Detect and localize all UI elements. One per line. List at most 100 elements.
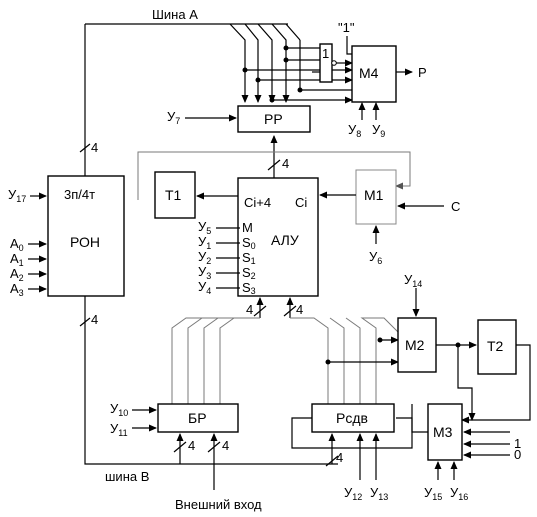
width-tick [79,317,91,327]
bus-b-label: шина B [105,469,149,484]
u5-label: У5 [198,219,211,236]
junction-dot [255,77,261,83]
width-tick [79,143,91,153]
or-gate-label: 1 [322,46,329,61]
alu-in-m: M [242,220,253,235]
junction-dot [242,67,248,73]
bus-a-tap-3 [257,23,273,80]
width-label: 4 [246,302,253,317]
a2-label: A2 [10,266,24,283]
u2-label: У2 [198,249,211,266]
u3-label: У3 [198,264,211,281]
bus-a-tap-4 [271,23,287,80]
rsdv-out-wire [360,317,399,404]
u17-label: У17 [8,187,26,204]
t2-block [477,319,517,375]
alu-block [237,177,319,297]
ron-address-inputs: A0 A1 A2 A3 [10,236,47,298]
width-tick [253,305,267,317]
alu-label: АЛУ [271,232,299,248]
u6-label: У6 [369,249,382,266]
alu-in-s2: S2 [242,265,256,281]
alu-in-s1: S1 [242,250,256,266]
br-out-wire [187,317,203,404]
m2-label: M2 [405,337,425,353]
c-label: C [451,199,460,214]
width-label: 4 [282,156,289,171]
rsdv-out-wire [290,317,329,404]
u15-label: У15 [424,485,442,502]
const-one-wire [346,36,352,55]
width-label: 4 [222,438,229,453]
width-tick [325,455,339,467]
width-tick [267,159,281,171]
rsdv-block [311,403,395,433]
const-one-label: "1" [338,20,355,35]
rsdv-out-wire [329,317,345,404]
or-gate-inversion [331,60,337,66]
width-tick [207,441,221,453]
alu-controls: У5 У1 У2 У3 У4 M S0 S1 S2 S3 [198,219,256,296]
a3-label: A3 [10,281,24,298]
u8-label: У8 [348,122,361,139]
a1-label: A1 [10,251,24,268]
br-label: БР [188,410,207,426]
bus-a-label: Шина A [152,7,198,22]
br-out-wire [171,317,260,404]
t1-block [154,171,196,219]
m1-label: M1 [364,187,384,203]
width-tick [283,305,297,317]
br-to-alu-wires [171,317,260,404]
alu-in-s3: S3 [242,280,256,296]
pr-label: РР [264,111,283,127]
junction-dot [283,45,289,51]
width-label: 4 [91,312,98,327]
width-tick [173,441,187,453]
feedback-loop [137,151,411,190]
u9-label: У9 [372,122,385,139]
width-label: 4 [296,302,303,317]
br-out-wire [203,317,219,404]
p-label: P [418,65,427,80]
rsdv-out-wire [345,317,361,404]
rsdv-to-alu-wires [290,317,399,404]
t1-label: T1 [165,187,182,203]
m3-label: M3 [433,424,453,440]
width-label: 4 [336,450,343,465]
one-label: 1 [514,436,521,451]
ron-block [47,175,125,297]
bus-a-tap-2 [244,23,259,80]
junction-dot [283,57,289,63]
m4-label: M4 [359,65,379,81]
pr-block [237,105,311,133]
a0-label: A0 [10,236,24,253]
m1-block [355,169,397,225]
u1-label: У1 [198,234,211,251]
zero-label: 0 [514,447,521,462]
m4-block [351,45,397,103]
width-label: 4 [188,438,195,453]
bus-b-line [84,296,338,465]
ron-mode-label: 3п/4т [64,187,95,202]
m2-to-m3 [457,345,476,421]
m3-to-rsdv [411,404,428,433]
ext-input-label: Внешний вход [175,497,262,512]
ron-label: РОН [70,234,100,250]
t2-label: T2 [487,338,504,354]
br-block [157,403,239,433]
u14-label: У14 [404,272,422,289]
alu-ci4-label: Ci+4 [244,195,271,210]
u4-label: У4 [198,279,211,296]
junction-dot [377,337,383,343]
alu-in-s0: S0 [242,235,256,251]
u10-label: У10 [110,401,128,418]
bus-a-tap-1 [229,23,246,80]
u11-label: У11 [110,421,128,438]
bus-a-tap-5 [285,23,301,41]
u13-label: У13 [370,485,388,502]
u16-label: У16 [450,485,468,502]
junction-dot [269,97,275,103]
junction-dot [297,87,303,93]
